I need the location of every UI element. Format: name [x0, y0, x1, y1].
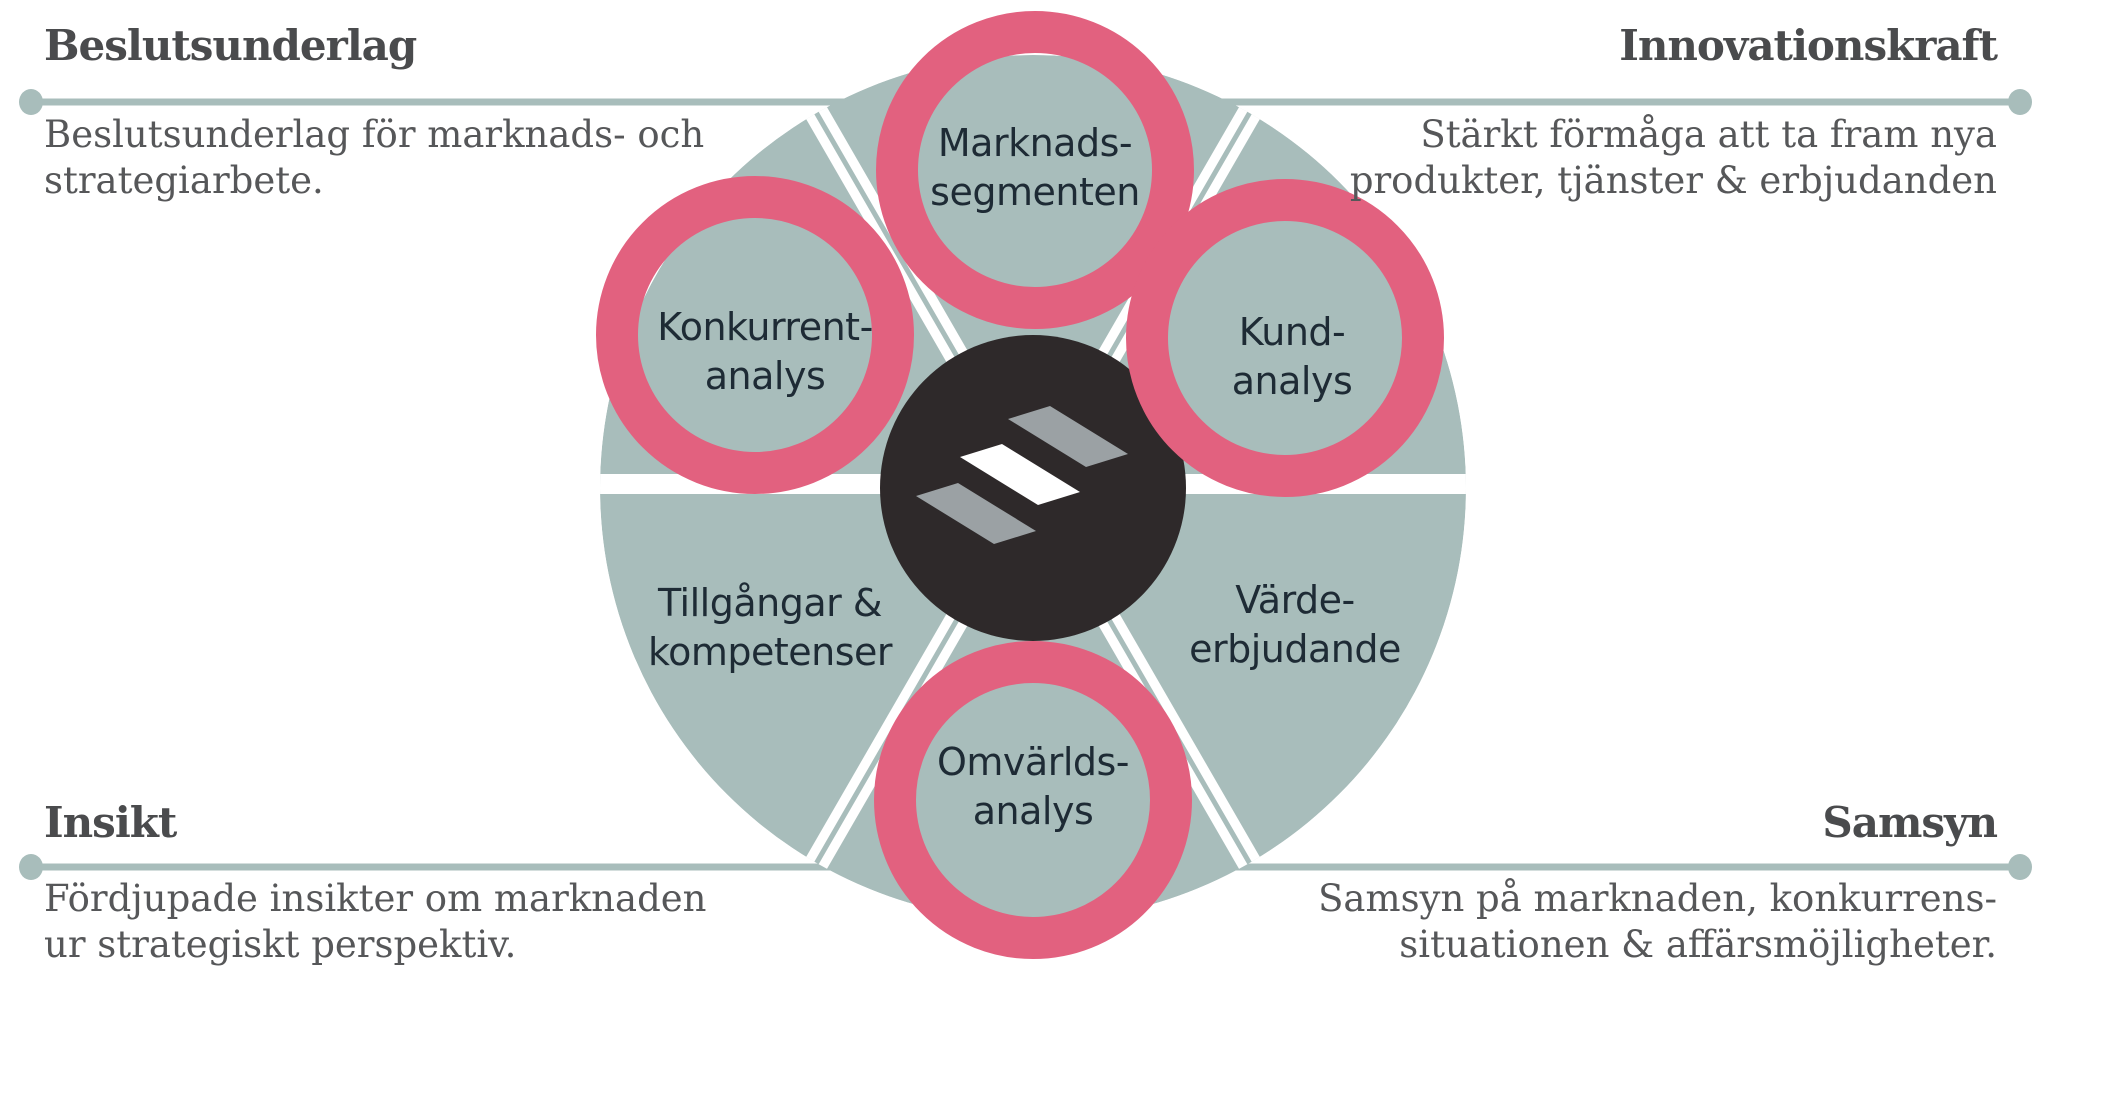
connector-dot-bottom-left	[19, 854, 43, 880]
description-innovationskraft: Stärkt förmåga att ta fram nya produkter…	[1350, 112, 1997, 204]
description-line: Fördjupade insikter om marknaden	[44, 877, 707, 920]
company-logo-icon	[916, 406, 1128, 544]
segment-label-line: Värde-	[1235, 578, 1355, 622]
segment-label-line: Omvärlds-	[936, 740, 1130, 784]
segment-label-line: Tillgångar &	[658, 581, 882, 625]
segment-label-line: kompetenser	[647, 630, 893, 674]
description-line: Samsyn på marknaden, konkurrens-	[1318, 877, 1997, 920]
highlight-ring-kundanalys	[1126, 179, 1444, 497]
description-line: Beslutsunderlag för marknads- och	[44, 113, 705, 156]
center-hub	[880, 335, 1186, 641]
heading-innovationskraft: Innovationskraft	[1619, 21, 1998, 70]
heading-beslutsunderlag: Beslutsunderlag	[44, 21, 417, 70]
description-line: situationen & affärsmöjligheter.	[1399, 923, 1997, 966]
segment-label-line: segmenten	[930, 170, 1140, 214]
segment-label-line: analys	[704, 354, 826, 398]
description-beslutsunderlag: Beslutsunderlag för marknads- och strate…	[44, 112, 704, 204]
logo-bar-top	[1008, 406, 1128, 467]
segment-label-tillgangar: Tillgångar & kompetenser	[647, 579, 893, 677]
segment-label-kundanalys: Kund- analys	[1232, 308, 1353, 406]
heading-samsyn: Samsyn	[1822, 798, 1998, 847]
segment-label-vardeerbjudande: Värde- erbjudande	[1189, 576, 1401, 674]
description-samsyn: Samsyn på marknaden, konkurrens- situati…	[1318, 876, 1997, 968]
segment-label-omvarldsanalys: Omvärlds- analys	[936, 738, 1130, 836]
connector-dot-bottom-right	[2008, 854, 2032, 880]
description-line: Stärkt förmåga att ta fram nya	[1420, 113, 1997, 156]
description-line: ur strategiskt perspektiv.	[44, 923, 517, 966]
description-line: produkter, tjänster & erbjudanden	[1349, 159, 1997, 202]
segment-label-line: analys	[972, 789, 1094, 833]
logo-bar-middle	[960, 444, 1080, 505]
connector-dot-top-left	[19, 89, 43, 115]
segment-label-line: Marknads-	[937, 121, 1133, 165]
segment-label-line: Kund-	[1238, 310, 1346, 354]
segment-label-line: Konkurrent-	[657, 305, 873, 349]
segment-label-line: analys	[1231, 359, 1353, 403]
description-line: strategiarbete.	[44, 159, 324, 202]
description-insikt: Fördjupade insikter om marknaden ur stra…	[44, 876, 706, 968]
highlight-ring-marknadssegmenten	[876, 11, 1194, 329]
highlight-ring-omvarldsanalys	[874, 641, 1192, 959]
segment-label-konkurrentanalys: Konkurrent- analys	[657, 303, 873, 401]
logo-bar-bottom	[916, 483, 1036, 544]
highlight-ring-konkurrentanalys	[596, 176, 914, 494]
segment-label-marknadssegmenten: Marknads- segmenten	[930, 119, 1140, 217]
connector-dot-top-right	[2008, 89, 2032, 115]
segment-label-line: erbjudande	[1189, 627, 1401, 671]
heading-insikt: Insikt	[44, 798, 177, 847]
